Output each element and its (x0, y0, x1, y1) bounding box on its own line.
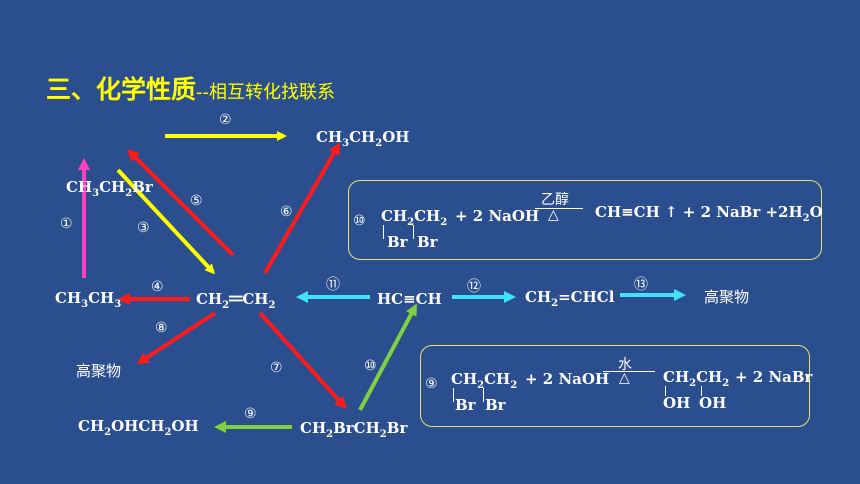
box-bottom-oh1: OH (663, 394, 691, 412)
box-bottom-br2: Br (485, 396, 506, 414)
bond-line (453, 388, 454, 402)
arrow-3 (116, 168, 216, 275)
box-bottom-br1: Br (455, 396, 476, 414)
bond-line (701, 386, 702, 396)
species-vinyl-chloride: CH2=CHCl (525, 288, 615, 309)
box-top-condition-solvent: 乙醇 (541, 192, 569, 208)
arrow-10 (358, 303, 417, 411)
bond-line (483, 388, 484, 402)
box-top-number: ⑩ (353, 213, 366, 229)
box-top-br2: Br (417, 233, 438, 251)
title-sub: --相互转化找联系 (196, 82, 336, 103)
condition-arrow (535, 208, 583, 209)
arrow-5 (127, 149, 235, 257)
page-title: 三、化学性质--相互转化找联系 (46, 70, 335, 106)
box-bottom-byproduct: + 2 NaBr (735, 368, 813, 386)
species-dibromoethane: CH2BrCH2Br (300, 419, 408, 440)
box-bottom-product: CH2CH2 (663, 368, 730, 389)
box-top-reactant: CH2CH2 (381, 207, 448, 228)
species-acetylene: HC≡CH (377, 290, 442, 308)
bond-line (383, 225, 384, 239)
box-bottom-reagent: + 2 NaOH (525, 370, 610, 388)
label-step-1: ① (60, 216, 73, 232)
condition-arrow (603, 371, 655, 372)
species-bromoethane: CH3CH2Br (66, 178, 153, 199)
title-main: 三、化学性质 (46, 75, 197, 104)
label-step-3: ③ (137, 220, 150, 236)
label-step-11: ⑪ (326, 277, 340, 293)
box-bottom-condition-solvent: 水 (618, 357, 632, 373)
bond-line (665, 386, 666, 396)
reaction-box-hydrolysis: ⑨ CH2CH2 Br Br + 2 NaOH 水 △ CH2CH2 OH OH… (420, 345, 813, 427)
box-bottom-condition-heat: △ (619, 370, 630, 386)
species-ethylene: CH2═CH2 (196, 287, 276, 312)
label-step-4: ④ (151, 279, 164, 295)
label-step-2: ② (219, 112, 232, 128)
box-top-products: CH≡CH ↑ + 2 NaBr +2H2O (595, 203, 823, 224)
box-bottom-reactant: CH2CH2 (451, 370, 518, 391)
box-bottom-number: ⑨ (425, 376, 438, 392)
reaction-box-elimination: ⑩ CH2CH2 Br Br + 2 NaOH 乙醇 △ CH≡CH ↑ + 2… (348, 180, 823, 260)
label-step-8: ⑧ (155, 320, 168, 336)
bond-line (413, 225, 414, 239)
label-step-9: ⑨ (244, 406, 257, 422)
arrow-6 (263, 142, 340, 274)
box-top-br1: Br (387, 233, 408, 251)
box-top-condition-heat: △ (548, 207, 559, 223)
label-step-7: ⑦ (270, 360, 283, 376)
species-ethane: CH3CH3 (55, 289, 122, 310)
label-step-12: ⑫ (467, 279, 481, 295)
species-ethanol: CH3CH2OH (316, 128, 410, 149)
label-step-13: ⑬ (634, 277, 648, 293)
box-top-reagent: + 2 NaOH (455, 207, 540, 225)
species-polymer-right: 高聚物 (704, 288, 750, 306)
label-step-5: ⑤ (190, 193, 203, 209)
label-step-6: ⑥ (280, 204, 293, 220)
species-polymer-left: 高聚物 (76, 362, 122, 380)
box-bottom-oh2: OH (699, 394, 727, 412)
arrow-7 (258, 311, 347, 409)
species-glycol: CH2OHCH2OH (78, 417, 199, 438)
arrow-8 (136, 311, 217, 365)
label-step-10: ⑩ (364, 358, 377, 374)
